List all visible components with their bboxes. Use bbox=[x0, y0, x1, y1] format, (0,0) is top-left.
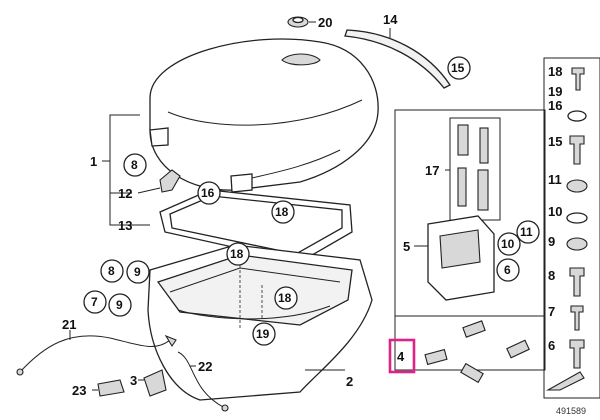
label-17: 17 bbox=[425, 163, 439, 178]
label-2: 2 bbox=[346, 374, 353, 389]
label-13: 13 bbox=[118, 218, 132, 233]
callout-9-upper: 9 bbox=[134, 265, 141, 279]
callout-15: 15 bbox=[451, 61, 465, 75]
pads-part-4 bbox=[424, 320, 530, 384]
callout-18-upper: 18 bbox=[275, 205, 289, 219]
callout-18-lower: 18 bbox=[278, 291, 292, 305]
pad-part-3 bbox=[138, 369, 167, 397]
sidebar-panel bbox=[543, 57, 600, 399]
plain-labels: 20 14 1 12 13 17 5 2 21 22 3 23 4 bbox=[62, 12, 439, 398]
pad-part-23 bbox=[92, 379, 125, 397]
label-3: 3 bbox=[130, 373, 137, 388]
cable-part-21 bbox=[16, 330, 177, 376]
callout-8-lower: 8 bbox=[108, 264, 115, 278]
sidebar-label-7: 7 bbox=[548, 304, 555, 319]
sidebar-label-15: 15 bbox=[548, 134, 562, 149]
document-number: 491589 bbox=[556, 406, 586, 416]
sidebar-label-8: 8 bbox=[548, 268, 555, 283]
callout-18-middle: 18 bbox=[230, 247, 244, 261]
label-14: 14 bbox=[383, 12, 398, 27]
sidebar-label-19: 19 bbox=[548, 84, 562, 99]
trim-strip-part-14 bbox=[344, 28, 451, 89]
latch-part-12 bbox=[137, 169, 181, 194]
label-4-highlighted: 4 bbox=[397, 349, 405, 364]
callout-16: 16 bbox=[201, 186, 215, 200]
callout-10: 10 bbox=[501, 237, 515, 251]
sidebar-label-10: 10 bbox=[548, 204, 562, 219]
sidebar-label-9: 9 bbox=[548, 234, 555, 249]
cap-part-20 bbox=[287, 16, 316, 28]
callout-9-lower: 9 bbox=[116, 298, 123, 312]
callout-7: 7 bbox=[91, 295, 98, 309]
callout-11: 11 bbox=[520, 225, 533, 239]
sidebar-label-11: 11 bbox=[548, 172, 562, 187]
callout-6: 6 bbox=[504, 263, 511, 277]
label-20: 20 bbox=[318, 15, 332, 30]
label-5: 5 bbox=[403, 239, 410, 254]
sidebar-label-18: 18 bbox=[548, 64, 562, 79]
label-1: 1 bbox=[90, 154, 97, 169]
label-23: 23 bbox=[72, 383, 86, 398]
strips-part-17 bbox=[445, 117, 501, 221]
callout-8-top: 8 bbox=[131, 158, 138, 172]
highlight-box-4 bbox=[388, 338, 416, 374]
callout-19: 19 bbox=[256, 327, 270, 341]
group-bracket-1 bbox=[102, 114, 150, 226]
detail-box bbox=[394, 109, 546, 371]
sidebar-label-6: 6 bbox=[548, 338, 555, 353]
base-case bbox=[147, 244, 373, 401]
label-12: 12 bbox=[118, 186, 132, 201]
top-case-lid bbox=[149, 38, 379, 193]
label-22: 22 bbox=[198, 359, 212, 374]
sidebar-label-16: 16 bbox=[548, 98, 562, 113]
callout-bubbles: 15 8 16 18 18 8 9 18 7 9 19 11 10 6 bbox=[83, 56, 540, 346]
lock-mechanism-part-5 bbox=[414, 215, 495, 301]
label-21: 21 bbox=[62, 317, 76, 332]
cable-part-22 bbox=[177, 351, 229, 412]
sidebar-labels: 18 19 16 15 11 10 9 8 7 6 bbox=[548, 64, 562, 353]
